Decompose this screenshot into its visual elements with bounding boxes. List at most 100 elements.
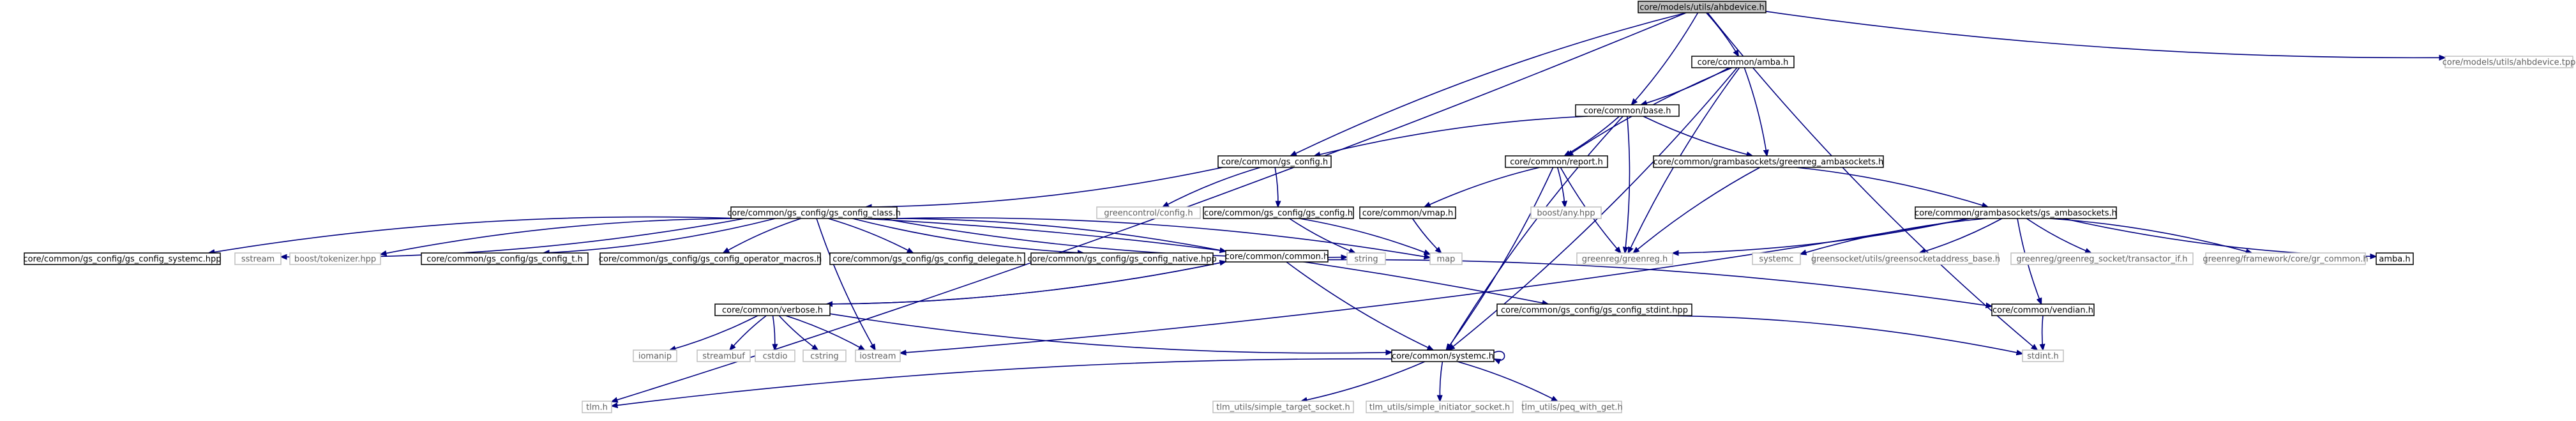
node-box-tlmpeq (1522, 401, 1622, 413)
node-label-grsockgr: core/common/grambasockets/greenreg_ambas… (1653, 158, 1884, 167)
node-string: string (1346, 252, 1386, 265)
node-box-boostany (1530, 206, 1602, 219)
node-box-grsockgr (1653, 155, 1884, 168)
node-base[interactable]: core/common/base.h (1575, 104, 1680, 117)
node-gsdeleg[interactable]: core/common/gs_config/gs_config_delegate… (829, 252, 1025, 265)
node-label-map: map (1437, 255, 1456, 264)
node-iostream: iostream (855, 349, 901, 362)
edge-csysc-to-tlmpeq (1457, 361, 1558, 401)
edge-vmap-to-map (1412, 218, 1442, 253)
node-ahbtpp: core/models/utils/ahbdevice.tpp (2443, 56, 2575, 68)
edge-common-to-vendian (1327, 259, 1992, 306)
node-box-gsdeleg (829, 252, 1025, 265)
node-box-amba (1691, 56, 1795, 68)
edge-gscc-to-gst (543, 218, 776, 253)
edge-gscc-to-gsnative (852, 218, 1083, 253)
node-box-vendian (1991, 303, 2095, 316)
edge-amba-to-base (1641, 67, 1729, 105)
node-gsgsc[interactable]: core/common/gs_config/gs_config.h (1203, 206, 1354, 219)
edge-report-to-boostany (1556, 167, 1565, 207)
edge-gscc-to-common (875, 218, 1226, 252)
node-common[interactable]: core/common/common.h (1225, 250, 1329, 263)
edge-base-to-csysc (1447, 116, 1623, 350)
node-grsockgr[interactable]: core/common/grambasockets/greenreg_ambas… (1653, 155, 1884, 168)
edge-gsgsc-to-string (1289, 218, 1355, 254)
node-gsnative[interactable]: core/common/gs_config/gs_config_native.h… (1027, 252, 1217, 265)
node-gscc[interactable]: core/common/gs_config/gs_config_class.h (727, 206, 901, 219)
edge-gsconfig-to-gscc (866, 167, 1223, 207)
edge-gscc-to-gssysc (209, 216, 732, 253)
node-label-stdint: stdint.h (2027, 352, 2058, 362)
node-box-gsmacro (599, 252, 821, 265)
node-verbose[interactable]: core/common/verbose.h (714, 303, 831, 316)
node-vendian[interactable]: core/common/vendian.h (1991, 303, 2095, 316)
node-ambah[interactable]: amba.h (2376, 252, 2414, 265)
node-box-gst (421, 252, 589, 265)
node-box-csysc (1391, 349, 1495, 362)
node-box-gssysc (24, 252, 221, 265)
node-label-gsgsc: core/common/gs_config/gs_config.h (1204, 209, 1353, 218)
node-box-string (1346, 252, 1386, 265)
edge-csysc-to-tlm (612, 358, 1392, 406)
node-box-iostream (855, 349, 901, 362)
node-greenreg: greenreg/greenreg.h (1576, 252, 1673, 265)
node-label-gsstdint: core/common/gs_config/gs_config_stdint.h… (1501, 306, 1688, 316)
node-label-vmap: core/common/vmap.h (1362, 209, 1454, 218)
node-label-boostany: boost/any.hpp (1537, 209, 1595, 218)
node-box-gsstdint (1496, 303, 1692, 316)
node-ahb[interactable]: core/models/utils/ahbdevice.h (1638, 1, 1766, 13)
edge-grsockgs-to-iostream (900, 218, 1971, 353)
node-grsockgs[interactable]: core/common/grambasockets/gs_ambasockets… (1915, 206, 2117, 219)
node-box-cstring (802, 349, 847, 362)
node-label-grtrans: greenreg/greenreg_socket/transactor_if.h (2016, 255, 2187, 264)
edge-grsockgs-to-gsockaddr (1920, 218, 2003, 253)
edge-gscc-to-sstream (281, 218, 745, 257)
node-label-ahb: core/models/utils/ahbdevice.h (1639, 3, 1764, 13)
node-box-report (1505, 155, 1608, 168)
node-label-cstring: cstring (810, 352, 838, 362)
node-box-sstream (234, 252, 282, 265)
edge-grsockgr-to-grsockgs (1796, 167, 1988, 207)
edge-gscc-to-map (893, 217, 1430, 257)
edge-verbose-to-cstdio (773, 315, 775, 350)
node-box-systemc (1752, 252, 1801, 265)
node-label-ambah: amba.h (2379, 255, 2410, 264)
node-gst[interactable]: core/common/gs_config/gs_config_t.h (421, 252, 589, 265)
node-label-cstdio: cstdio (763, 352, 788, 362)
node-box-gsockaddr (1812, 252, 1999, 265)
node-label-gsnative: core/common/gs_config/gs_config_native.h… (1027, 255, 1217, 264)
edge-grsockgr-to-greenreg (1633, 167, 1761, 253)
node-label-grfw: greenreg/framework/core/gr_common.h (2203, 255, 2368, 264)
edge-grsockgs-to-systemc (1800, 218, 1986, 254)
edge-gscc-to-gsmacro (723, 218, 801, 253)
node-label-gsdeleg: core/common/gs_config/gs_config_delegate… (832, 255, 1022, 264)
edge-gsstdint-to-stdint (1650, 315, 2022, 354)
node-box-boosttok (289, 252, 381, 265)
node-gssysc[interactable]: core/common/gs_config/gs_config_systemc.… (23, 252, 222, 265)
node-gsockaddr: greensocket/utils/greensocketaddress_bas… (1811, 252, 2000, 265)
node-gsconfig[interactable]: core/common/gs_config.h (1217, 155, 1332, 168)
node-label-report: core/common/report.h (1510, 158, 1603, 167)
node-gsstdint[interactable]: core/common/gs_config/gs_config_stdint.h… (1496, 303, 1692, 316)
node-iomanip: iomanip (633, 349, 677, 362)
node-box-base (1575, 104, 1680, 117)
node-box-gscc (730, 206, 898, 219)
edge-verbose-to-iostream (785, 315, 865, 350)
node-label-tlminit: tlm_utils/simple_initiator_socket.h (1369, 403, 1510, 413)
node-gsmacro[interactable]: core/common/gs_config/gs_config_operator… (599, 252, 822, 265)
node-report[interactable]: core/common/report.h (1505, 155, 1608, 168)
node-label-gsockaddr: greensocket/utils/greensocketaddress_bas… (1811, 255, 2000, 264)
edge-gsgsc-to-map (1299, 218, 1430, 254)
node-csysc[interactable]: core/common/systemc.h (1391, 349, 1495, 362)
node-amba[interactable]: core/common/amba.h (1691, 56, 1795, 68)
node-streambuf: streambuf (697, 349, 751, 362)
node-box-ambah (2376, 252, 2414, 265)
node-box-common (1225, 250, 1329, 263)
node-cstdio: cstdio (755, 349, 795, 362)
edge-base-to-gsconfig (1314, 116, 1588, 156)
edge-verbose-to-common (826, 262, 1226, 305)
node-vmap[interactable]: core/common/vmap.h (1359, 206, 1456, 219)
edge-csysc-to-csysc (1494, 351, 1505, 360)
node-box-streambuf (697, 349, 751, 362)
node-label-csysc: core/common/systemc.h (1392, 352, 1494, 362)
